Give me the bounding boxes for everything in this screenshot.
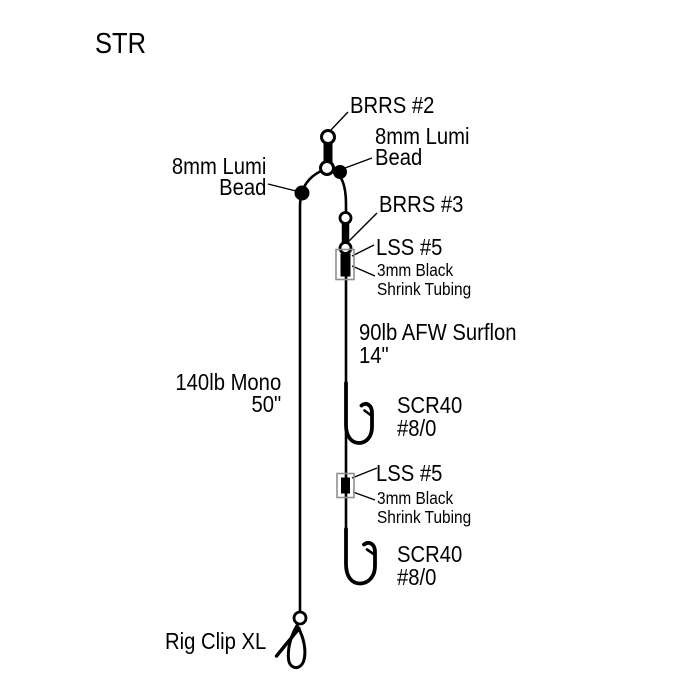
diagram-title: STR bbox=[95, 28, 147, 60]
leader-tube-top bbox=[351, 265, 376, 277]
leader-bead-left bbox=[267, 183, 297, 192]
hook-bottom-label-line1: SCR40 bbox=[397, 541, 463, 567]
main-line-label-line1: 140lb Mono bbox=[175, 369, 281, 395]
hook-top-icon bbox=[344, 381, 374, 445]
dropper-swivel-icon bbox=[338, 211, 353, 255]
bead-left-label-line1: 8mm Lumi bbox=[171, 153, 266, 179]
hook-bottom-label-line2: #8/0 bbox=[397, 564, 437, 590]
bead-left-label-line2: Bead bbox=[218, 174, 266, 200]
leader-lss-bottom bbox=[351, 467, 378, 479]
tube-bottom-label: 3mm Black Shrink Tubing bbox=[377, 489, 471, 527]
bead-right-label-line1: 8mm Lumi bbox=[375, 123, 470, 149]
tube-top-label-line1: 3mm Black bbox=[377, 260, 454, 280]
wire-leader-label-line1: 90lb AFW Surflon bbox=[359, 319, 517, 345]
wire-leader-label: 90lb AFW Surflon 14" bbox=[359, 321, 516, 367]
tube-top-label-line2: Shrink Tubing bbox=[377, 279, 472, 299]
top-swivel-icon bbox=[319, 129, 336, 176]
wire-leader-label-line2: 14" bbox=[359, 342, 389, 368]
dropper-swivel-label: BRRS #3 bbox=[379, 191, 464, 217]
lss-top-label: LSS #5 bbox=[376, 234, 443, 260]
hook-bottom-label: SCR40 #8/0 bbox=[397, 543, 462, 589]
tube-top-label: 3mm Black Shrink Tubing bbox=[377, 261, 471, 299]
tubing-top-icon bbox=[335, 248, 355, 281]
clip-label: Rig Clip XL bbox=[165, 628, 267, 654]
top-swivel-label: BRRS #2 bbox=[350, 92, 435, 118]
main-line-label: 140lb Mono 50" bbox=[175, 369, 281, 417]
leader-lines bbox=[267, 111, 378, 501]
bead-left-icon bbox=[294, 185, 310, 201]
leader-bead-right bbox=[344, 157, 373, 169]
leader-top-swivel bbox=[329, 111, 349, 132]
leader-dropper-swivel bbox=[348, 212, 378, 242]
main-line-path bbox=[298, 169, 322, 612]
bead-right-label: 8mm Lumi Bead bbox=[375, 123, 470, 170]
leader-tube-bottom bbox=[352, 491, 376, 501]
bead-left-label: 8mm Lumi Bead bbox=[171, 153, 266, 200]
tube-bottom-label-line2: Shrink Tubing bbox=[377, 507, 472, 527]
leader-lss-top bbox=[351, 244, 375, 257]
clip-icon bbox=[274, 610, 308, 670]
hook-top-label-line1: SCR40 bbox=[397, 392, 463, 418]
bead-right-label-line2: Bead bbox=[375, 144, 423, 170]
hook-top-label-line2: #8/0 bbox=[397, 415, 437, 441]
bead-right-icon bbox=[333, 165, 347, 179]
tube-bottom-label-line1: 3mm Black bbox=[377, 488, 454, 508]
lss-bottom-label: LSS #5 bbox=[376, 460, 443, 486]
hook-top-label: SCR40 #8/0 bbox=[397, 394, 462, 440]
tubing-bottom-icon bbox=[336, 472, 355, 499]
hook-bottom-icon bbox=[344, 527, 377, 586]
main-line-label-line2: 50" bbox=[251, 391, 281, 417]
